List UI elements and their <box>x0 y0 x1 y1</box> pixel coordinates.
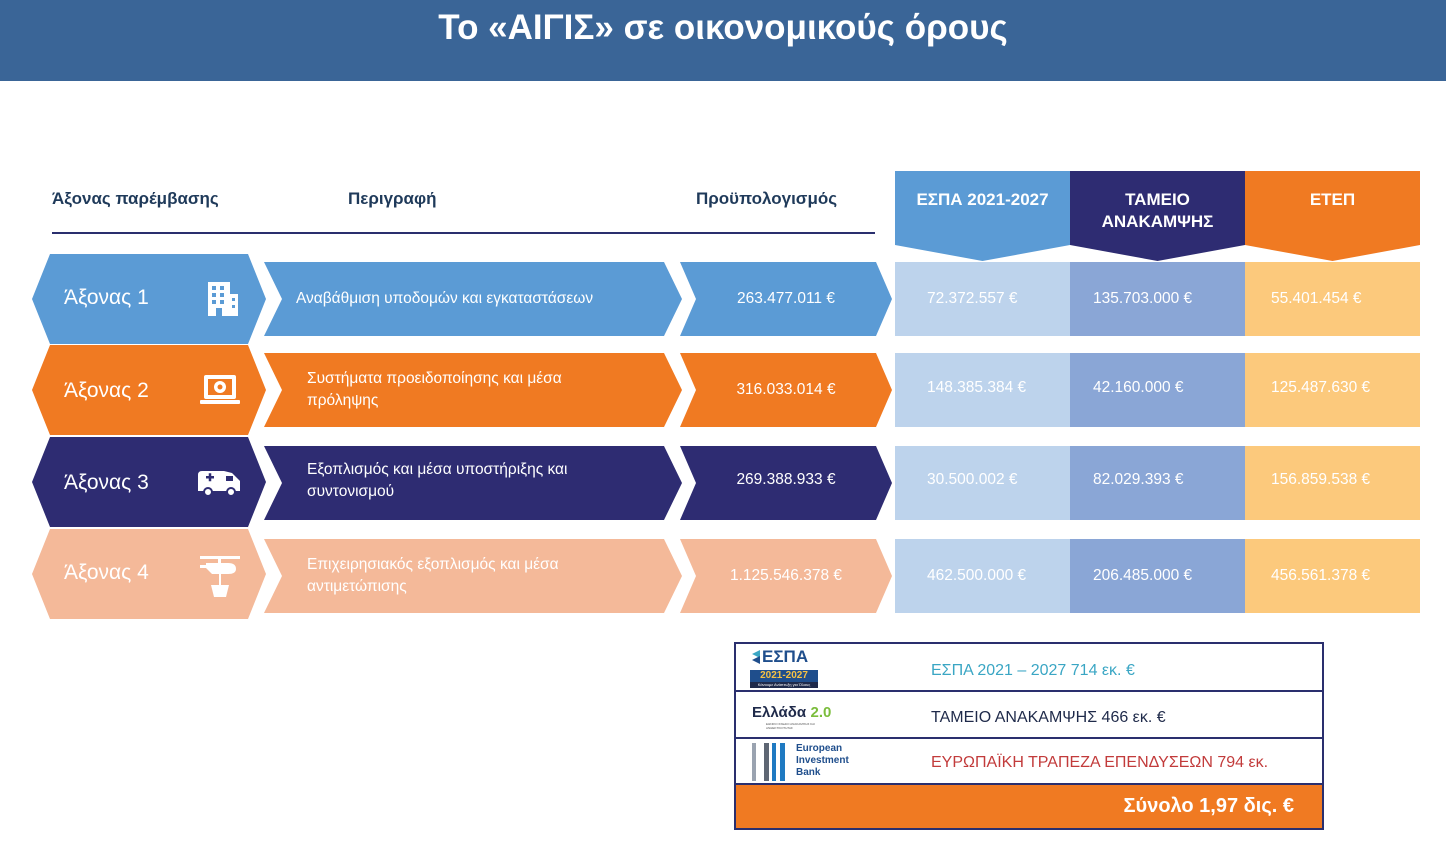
greece-2-logo: Ελλάδα 2.0 ΕΘΝΙΚΟ ΣΧΕΔΙΟ ΑΝΑΚΑΜΨΗΣ ΚΑΙ Α… <box>752 704 862 734</box>
column-header-axis: Άξονας παρέμβασης <box>52 189 219 208</box>
espa-logo: ΕΣΠΑ 2021-2027 Κάνουμε Ανάπτυξη για Όλου… <box>750 647 820 688</box>
budget-value: 263.477.011 € <box>737 290 835 307</box>
legend-espa-text: ΕΣΠΑ 2021 – 2027 714 εκ. € <box>931 662 1135 679</box>
axis-3-espa-amount: 30.500.002 € <box>895 446 1070 520</box>
title-bar: Το «ΑΙΓΙΣ» σε οικονομικούς όρους <box>0 0 1446 81</box>
legend-total: Σύνολο 1,97 δις. € <box>736 785 1322 828</box>
column-header-description: Περιγραφή <box>348 189 437 208</box>
fund-header-label: ΤΑΜΕΙΟ ΑΝΑΚΑΜΨΗΣ <box>1101 190 1214 231</box>
fund-header-eib: ΕΤΕΠ <box>1245 171 1420 263</box>
axis-4-espa-amount: 462.500.000 € <box>895 539 1070 613</box>
axis-3-budget: 269.388.933 € <box>680 446 892 520</box>
axis-3-hexagon: Άξονας 3 <box>32 437 266 527</box>
fund-header-recovery: ΤΑΜΕΙΟ ΑΝΑΚΑΜΨΗΣ <box>1070 171 1245 263</box>
axis-1-budget: 263.477.011 € <box>680 262 892 336</box>
fund-header-espa: ΕΣΠΑ 2021-2027 <box>895 171 1070 263</box>
axis-4-eib-amount: 456.561.378 € <box>1245 539 1420 613</box>
axis-2-espa-amount: 148.385.384 € <box>895 353 1070 427</box>
axis-label: Άξονας 4 <box>64 561 149 584</box>
axis-3-description: Εξοπλισμός και μέσα υποστήριξης και συντ… <box>264 446 682 520</box>
axis-1-hexagon: Άξονας 1 <box>32 254 266 344</box>
fund-header-label: ΕΤΕΠ <box>1309 190 1356 209</box>
helicopter-icon <box>198 553 242 599</box>
axis-2-hexagon: Άξονας 2 <box>32 345 266 435</box>
eib-logo-text: European Investment Bank <box>796 743 849 779</box>
description-text: Αναβάθμιση υποδομών και εγκαταστάσεων <box>296 290 594 307</box>
axis-1-description: Αναβάθμιση υποδομών και εγκαταστάσεων <box>264 262 682 336</box>
espa-logo-tagline: Κάνουμε Ανάπτυξη για Όλους <box>757 682 811 687</box>
axis-1-recovery-amount: 135.703.000 € <box>1070 262 1245 336</box>
legend-row-eib: European Investment Bank ΕΥΡΩΠΑΪΚΗ ΤΡΑΠΕ… <box>736 739 1322 785</box>
legend-row-recovery: Ελλάδα 2.0 ΕΘΝΙΚΟ ΣΧΕΔΙΟ ΑΝΑΚΑΜΨΗΣ ΚΑΙ Α… <box>736 692 1322 739</box>
axis-4-description: Επιχειρησιακός εξοπλισμός και μέσα αντιμ… <box>264 539 682 613</box>
building-icon <box>202 280 240 318</box>
axis-2-description: Συστήματα προειδοποίησης και μέσα πρόληψ… <box>264 353 682 427</box>
axis-label: Άξονας 3 <box>64 471 149 494</box>
axis-2-eib-amount: 125.487.630 € <box>1245 353 1420 427</box>
axis-2-recovery-amount: 42.160.000 € <box>1070 353 1245 427</box>
greece-logo-tagline: ΕΘΝΙΚΟ ΣΧΕΔΙΟ ΑΝΑΚΑΜΨΗΣ ΚΑΙ ΑΝΘΕΚΤΙΚΟΤΗΤ… <box>766 722 815 730</box>
axis-4-budget: 1.125.546.378 € <box>680 539 892 613</box>
greece-logo-version: 2.0 <box>810 704 832 721</box>
axis-1-espa-amount: 72.372.557 € <box>895 262 1070 336</box>
greece-logo-name: Ελλάδα <box>752 704 807 721</box>
budget-value: 316.033.014 € <box>736 381 836 398</box>
eib-logo-line: European <box>796 743 843 754</box>
column-header-budget: Προϋπολογισμός <box>696 189 838 208</box>
budget-value: 1.125.546.378 € <box>729 567 843 584</box>
axis-1-eib-amount: 55.401.454 € <box>1245 262 1420 336</box>
legend-row-espa: ΕΣΠΑ 2021-2027 Κάνουμε Ανάπτυξη για Όλου… <box>736 644 1322 692</box>
page-title: Το «ΑΙΓΙΣ» σε οικονομικούς όρους <box>438 7 1008 47</box>
legend-recovery-text: ΤΑΜΕΙΟ ΑΝΑΚΑΜΨΗΣ 466 εκ. € <box>931 709 1166 726</box>
eib-logo: European Investment Bank <box>750 741 860 783</box>
axis-3-recovery-amount: 82.029.393 € <box>1070 446 1245 520</box>
axis-3-eib-amount: 156.859.538 € <box>1245 446 1420 520</box>
axis-label: Άξονας 2 <box>64 379 149 402</box>
description-text: Συστήματα προειδοποίησης και μέσα πρόληψ… <box>307 370 562 409</box>
espa-logo-years: 2021-2027 <box>760 670 808 681</box>
eib-logo-line: Investment <box>796 755 849 766</box>
description-text: Εξοπλισμός και μέσα υποστήριξης και συντ… <box>307 461 568 500</box>
axis-4-recovery-amount: 206.485.000 € <box>1070 539 1245 613</box>
budget-value: 269.388.933 € <box>736 471 836 488</box>
axis-2-budget: 316.033.014 € <box>680 353 892 427</box>
legend-eib-text: ΕΥΡΩΠΑΪΚΗ ΤΡΑΠΕΖΑ ΕΠΕΝΔΥΣΕΩΝ 794 εκ. <box>931 754 1269 771</box>
description-text: Επιχειρησιακός εξοπλισμός και μέσα αντιμ… <box>307 556 559 595</box>
eib-logo-line: Bank <box>796 767 821 778</box>
funding-legend: ΕΣΠΑ 2021-2027 Κάνουμε Ανάπτυξη για Όλου… <box>734 642 1324 830</box>
ambulance-icon <box>196 469 242 497</box>
axis-4-hexagon: Άξονας 4 <box>32 529 266 619</box>
monitor-alert-icon <box>200 373 240 407</box>
espa-logo-name: ΕΣΠΑ <box>762 647 809 666</box>
axis-label: Άξονας 1 <box>64 286 149 309</box>
fund-header-label: ΕΣΠΑ 2021-2027 <box>916 190 1049 209</box>
header-divider <box>52 232 875 234</box>
